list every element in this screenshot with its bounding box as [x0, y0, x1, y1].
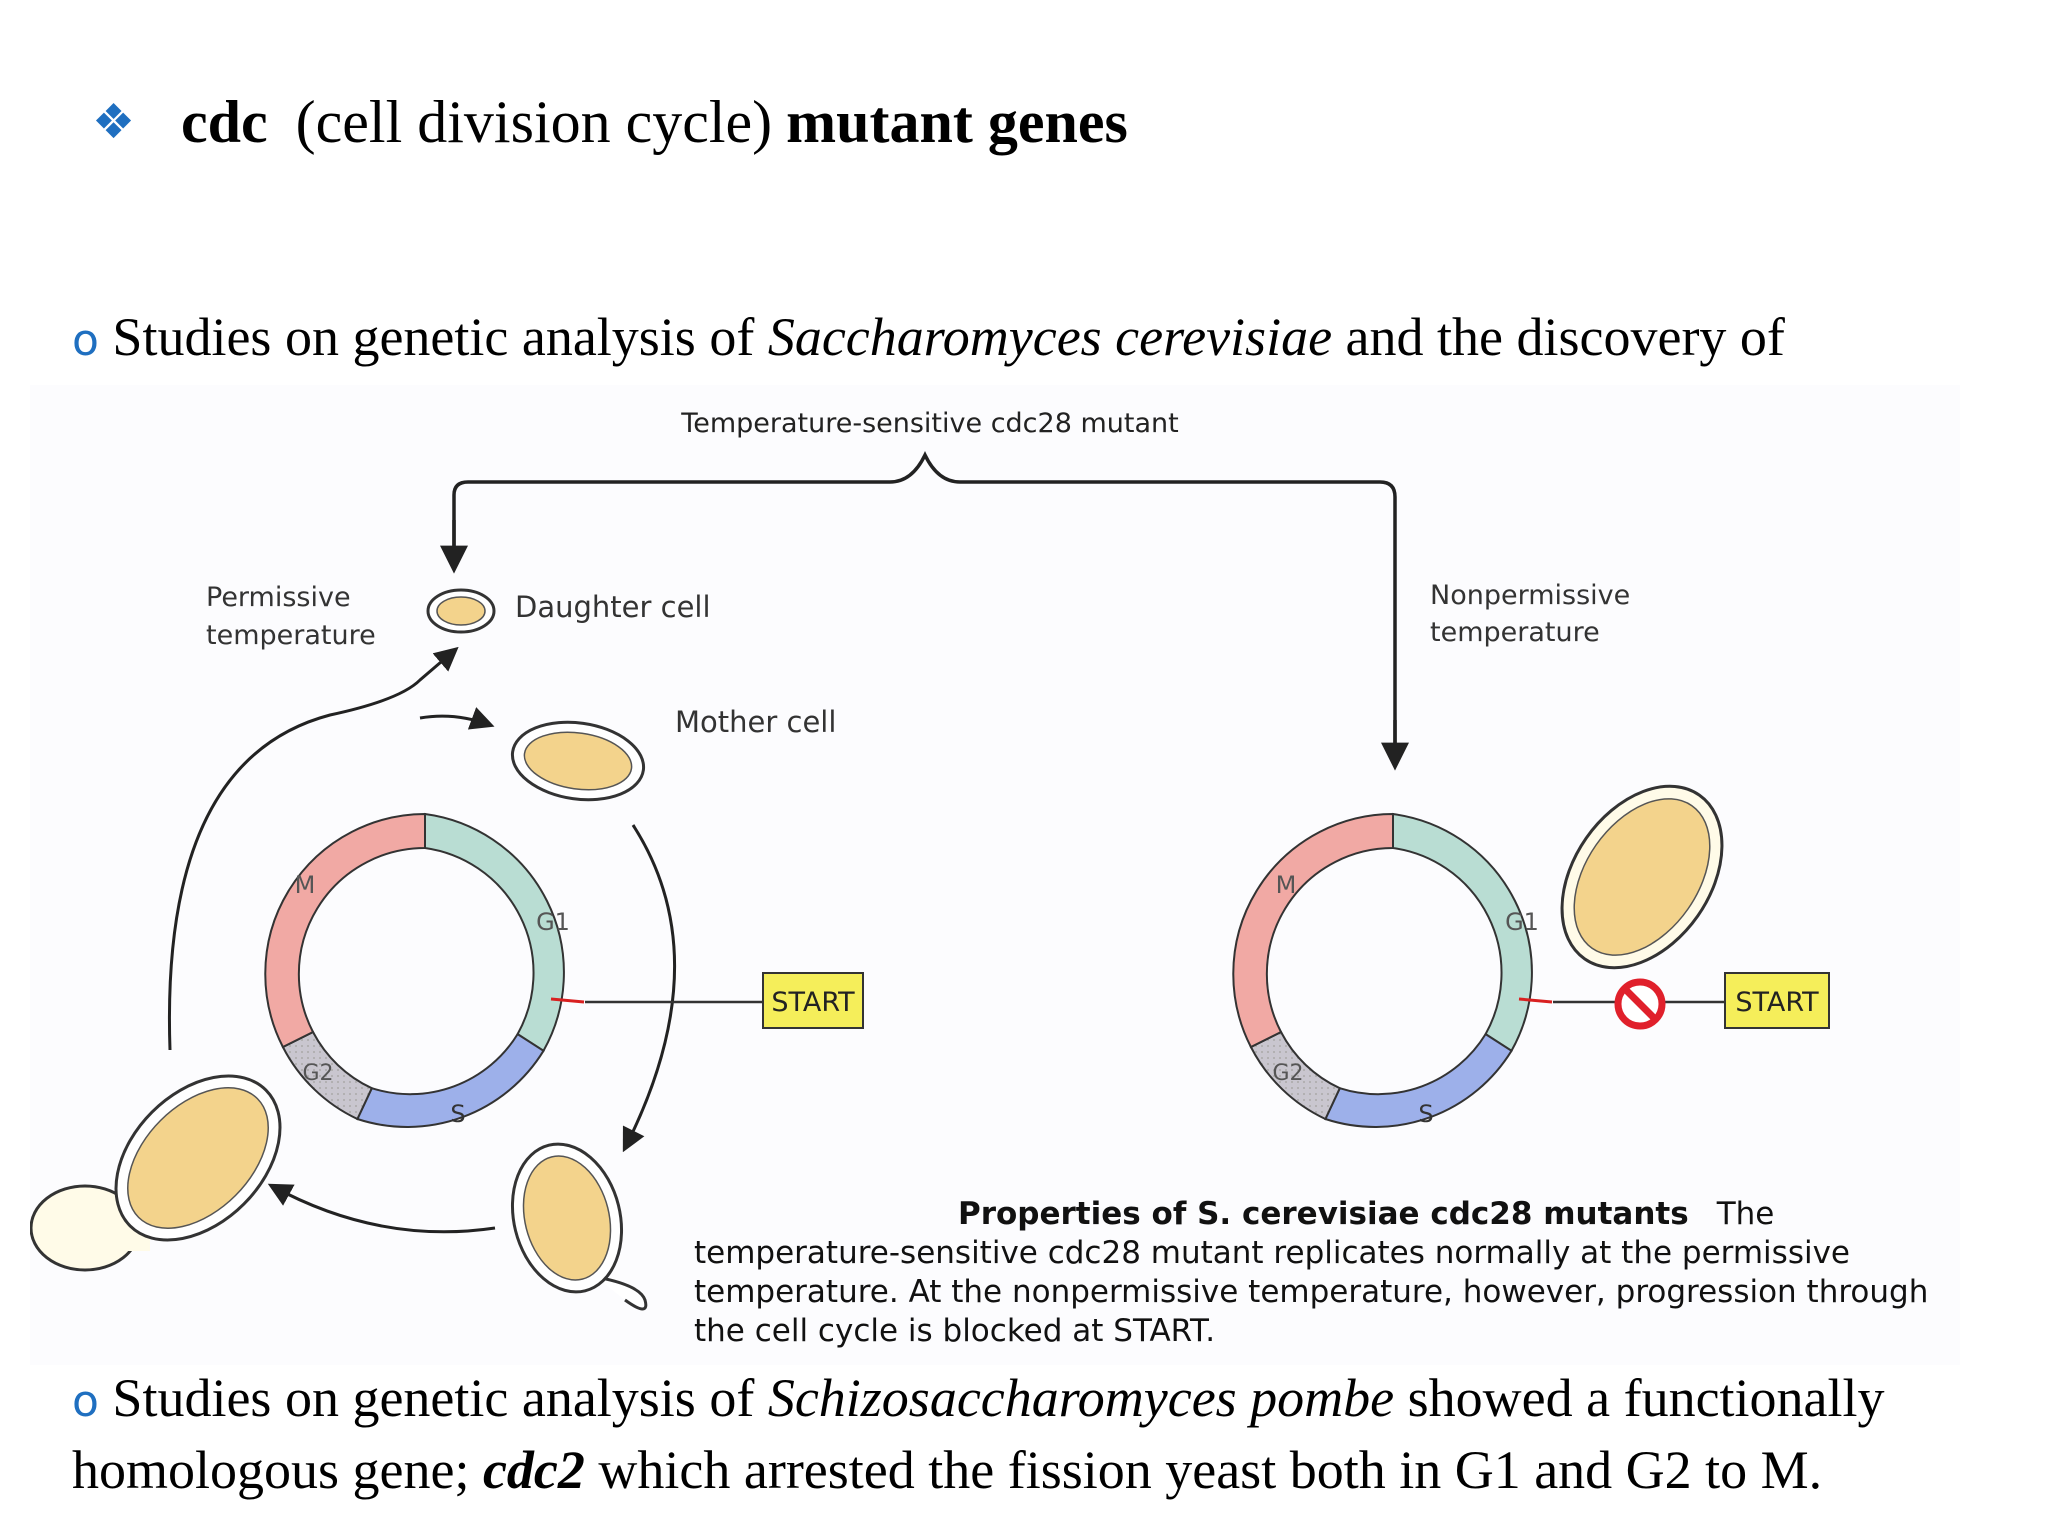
phase-g2-label-right: G2 [1272, 1061, 1303, 1086]
phase-m-label-right: M [1276, 871, 1297, 899]
title-cdc: cdc [181, 88, 268, 155]
slide-title: ❖ cdc (cell division cycle) mutant genes [92, 82, 1128, 162]
para2-text-2: showed a functionally [1394, 1368, 1885, 1428]
start-point-marker [550, 997, 585, 1004]
phase-g1-label-right: G1 [1505, 908, 1539, 936]
para1-species: Saccharomyces cerevisiae [767, 307, 1333, 367]
para2-text-3: homologous gene; [72, 1440, 483, 1500]
phase-s-label-left: S [450, 1100, 465, 1128]
ring-left-m [264, 812, 426, 1049]
phase-g2-label-left: G2 [302, 1061, 333, 1086]
start-label-left: START [771, 987, 855, 1018]
budding-cell-body [522, 1155, 612, 1281]
paragraph-pombe: o Studies on genetic analysis of Schizos… [72, 1364, 1885, 1504]
caption-body: The temperature-sensitive cdc28 mutant r… [694, 1196, 1929, 1349]
cell-cycle-ring-permissive [264, 812, 585, 1128]
figure-caption: Properties of S. cerevisiae cdc28 mutant… [694, 1195, 1984, 1351]
title-subtitle: (cell division cycle) [295, 88, 773, 155]
block-sign-icon [1614, 978, 1666, 1030]
phase-g1-label-left: G1 [536, 908, 570, 936]
para2-text-4: which arrested the fission yeast both in… [584, 1440, 1823, 1500]
circle-bullet-icon: o [72, 315, 99, 366]
phase-m-label-left: M [295, 871, 316, 899]
bud-small [595, 1275, 648, 1311]
para1-text-2: and the discovery of [1332, 307, 1785, 367]
para1-text: Studies on genetic analysis of [112, 307, 768, 367]
mother-cell-label: Mother cell [675, 705, 836, 739]
cycle-arrow-bottom [267, 1183, 496, 1234]
cdc28-diagram: Temperature-sensitive cdc28 mutant Permi… [30, 408, 1830, 1311]
permissive-label-line1: Permissive [206, 582, 351, 613]
mother-cell-body [523, 731, 633, 791]
daughter-cell-body [436, 596, 486, 626]
permissive-label-line2: temperature [206, 620, 376, 651]
cycle-arrow-right [622, 824, 677, 1153]
diamond-bullet-icon: ❖ [92, 94, 136, 150]
para2-text: Studies on genetic analysis of [112, 1368, 768, 1428]
dividing-cell-body [127, 1087, 269, 1229]
phase-s-label-right: S [1418, 1100, 1433, 1128]
start-label-right: START [1735, 987, 1819, 1018]
cycle-arrow-to-daughter [167, 646, 459, 1051]
temperature-bracket [452, 450, 1397, 760]
para2-species: Schizosaccharomyces pombe [767, 1368, 1395, 1428]
nonpermissive-label-line2: temperature [1430, 617, 1600, 648]
blocked-cell-body [1573, 798, 1711, 956]
para2-gene: cdc2 [482, 1440, 585, 1500]
top-label: Temperature-sensitive cdc28 mutant [680, 408, 1178, 439]
nonpermissive-label-line1: Nonpermissive [1430, 580, 1630, 611]
caption-title: Properties of S. cerevisiae cdc28 mutant… [958, 1196, 1689, 1232]
start-box-right [1724, 972, 1830, 1029]
start-box-left [762, 972, 864, 1029]
cdc28-figure: Temperature-sensitive cdc28 mutant Permi… [30, 385, 1960, 1365]
cell-cycle-ring-nonpermissive [1232, 812, 1553, 1128]
daughter-cell-label: Daughter cell [515, 590, 711, 624]
start-point-marker-right [1518, 997, 1553, 1004]
cycle-arrow-to-mother [419, 707, 495, 730]
circle-bullet-icon: o [72, 1376, 99, 1427]
title-mutant-genes: mutant genes [786, 88, 1128, 155]
ring-right-m [1232, 812, 1394, 1049]
